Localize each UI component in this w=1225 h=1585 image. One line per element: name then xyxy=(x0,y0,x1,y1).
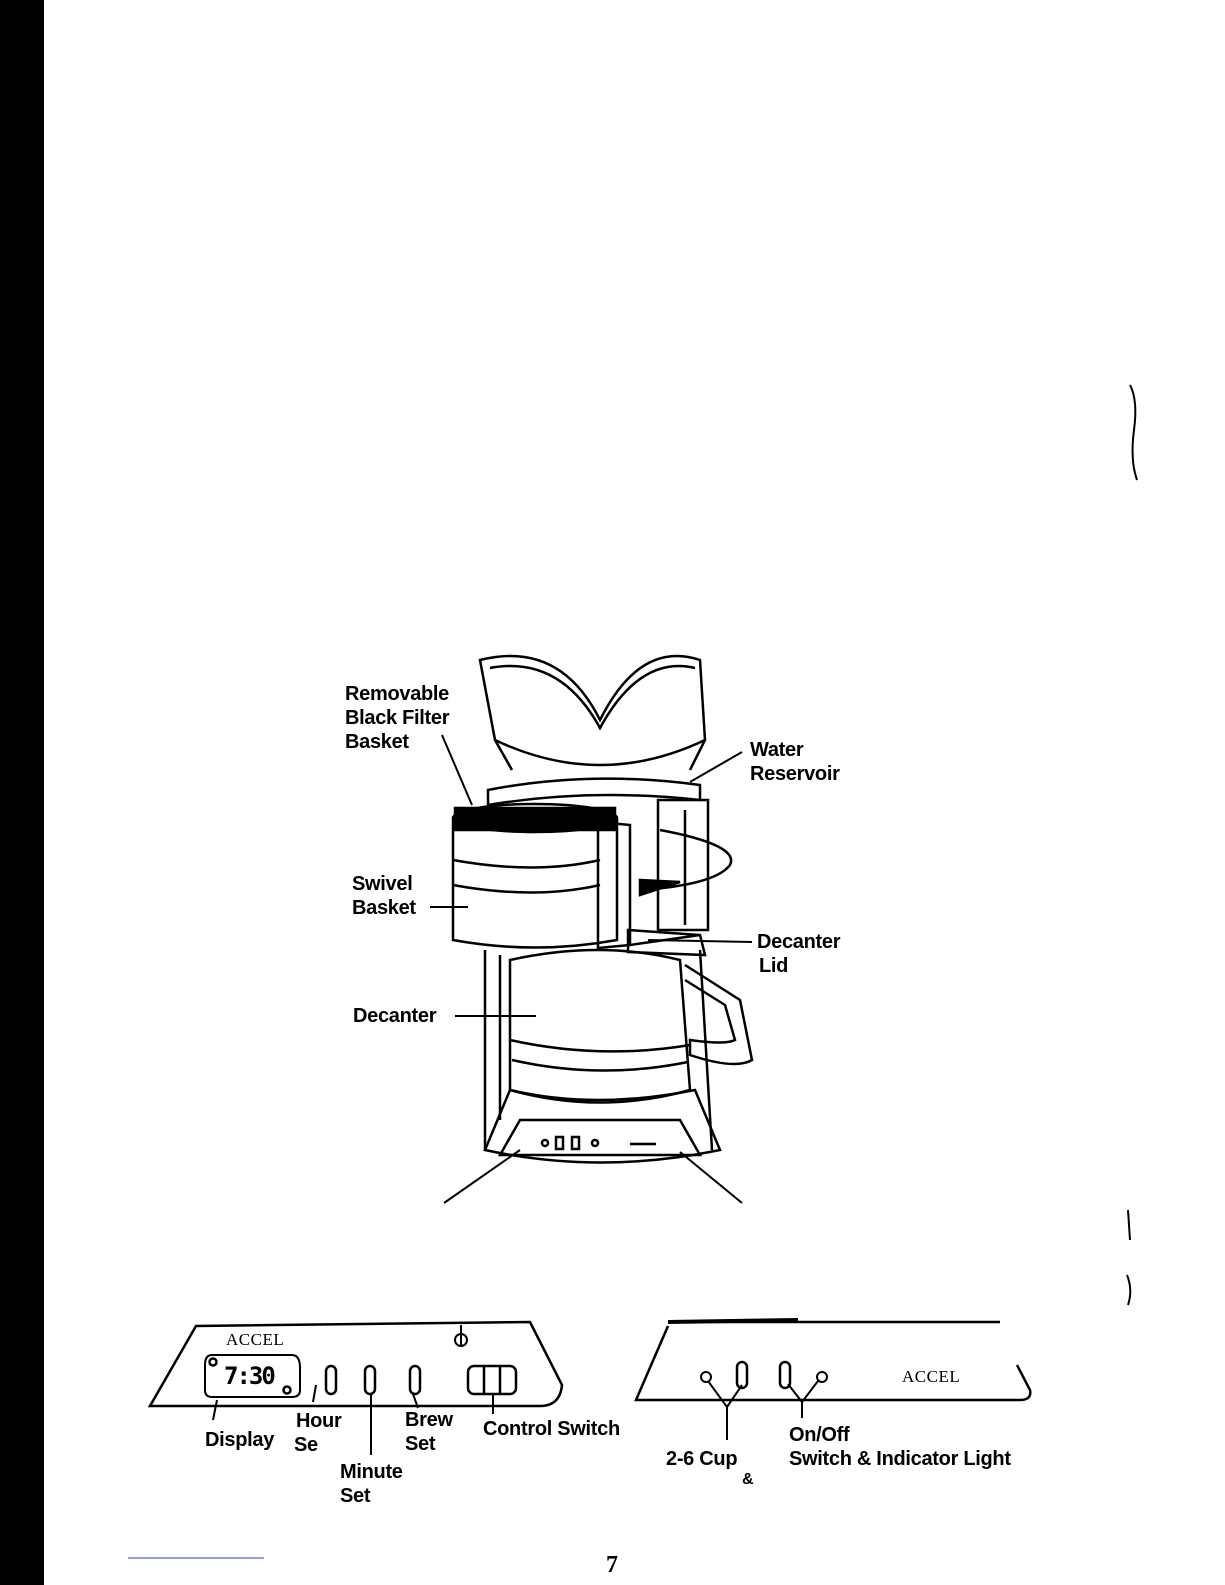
label-line: Water xyxy=(750,738,840,762)
label-control-switch: Control Switch xyxy=(483,1417,620,1441)
label-hour-set: Hour Se xyxy=(296,1409,341,1457)
label-line: Swivel xyxy=(352,872,416,896)
label-line: Basket xyxy=(345,730,449,754)
label-cup-switch: 2-6 Cup & xyxy=(666,1447,753,1489)
label-display: Display xyxy=(205,1428,274,1452)
right-panel-brand: ACCEL xyxy=(902,1367,960,1387)
label-line: 2-6 Cup xyxy=(666,1447,753,1471)
label-decanter: Decanter xyxy=(353,1004,436,1028)
label-line: Minute xyxy=(340,1460,403,1484)
label-line: Switch & Indicator Light xyxy=(789,1447,1011,1471)
label-line: Hour xyxy=(296,1409,341,1433)
label-line: Brew xyxy=(405,1408,453,1432)
label-line: Reservoir xyxy=(750,762,840,786)
label-line: On/Off xyxy=(789,1423,1011,1447)
label-line: & xyxy=(666,1471,753,1489)
label-swivel-basket: Swivel Basket xyxy=(352,872,416,920)
label-on-off-switch: On/Off Switch & Indicator Light xyxy=(789,1423,1011,1471)
label-line: Basket xyxy=(352,896,416,920)
clock-display-value: 7:30 xyxy=(224,1362,274,1390)
page-number: 7 xyxy=(606,1552,618,1579)
left-panel-brand: ACCEL xyxy=(226,1330,284,1350)
label-line: Set xyxy=(405,1432,453,1456)
label-line: Set xyxy=(340,1484,403,1508)
label-water-reservoir: Water Reservoir xyxy=(750,738,840,786)
label-line: Black Filter xyxy=(345,706,449,730)
label-line: Lid xyxy=(757,954,840,978)
label-decanter-lid: Decanter Lid xyxy=(757,930,840,978)
label-removable-filter-basket: Removable Black Filter Basket xyxy=(345,682,449,754)
label-line: Se xyxy=(294,1433,341,1457)
label-minute-set: Minute Set xyxy=(340,1460,403,1508)
label-brew-set: Brew Set xyxy=(405,1408,453,1456)
label-line: Decanter xyxy=(757,930,840,954)
label-line: Removable xyxy=(345,682,449,706)
